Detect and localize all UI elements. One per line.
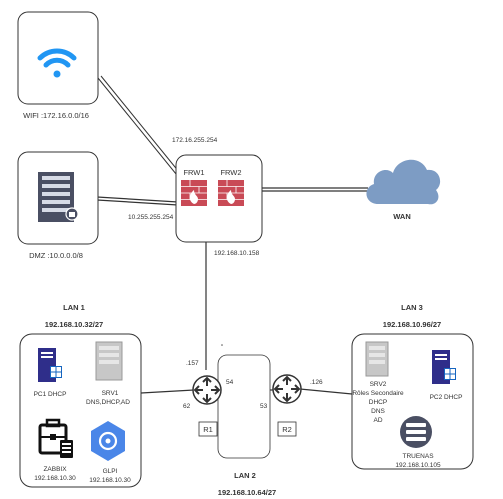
srv2-label-roles: Rôles Secondaire <box>352 390 404 397</box>
lan2-title: LAN 2 <box>234 471 256 480</box>
server-rack-icon <box>38 172 79 222</box>
link-lan1-r1 <box>140 389 195 394</box>
router-r2: R2 .126 <box>272 374 323 437</box>
server-icon <box>365 341 389 377</box>
truenas-label-ip: 192.168.10.105 <box>395 462 441 469</box>
lan3-group: LAN 3 192.168.10.96/27 SRV2 Rôles Second… <box>351 303 474 470</box>
wifi-label: WIFI :172.16.0.0/16 <box>23 111 89 120</box>
router-icon <box>192 375 222 405</box>
dmz-box: DMZ :10.0.0.0/8 <box>17 151 99 260</box>
srv2-label-dns: DNS <box>371 408 385 415</box>
nas-icon <box>400 416 432 448</box>
lan1-subnet: 192.168.10.32/27 <box>45 320 103 329</box>
pc1-icon <box>38 348 62 382</box>
lan2-ip-r2: 53 <box>260 403 268 410</box>
cloud-icon <box>366 159 441 205</box>
lan2-subnet: 192.168.10.64/27 <box>218 488 276 497</box>
fw1-label: FRW1 <box>183 168 204 177</box>
firewall-icon <box>218 180 244 206</box>
zabbix-icon <box>38 418 73 458</box>
glpi-label-ip: 192.168.10.30 <box>89 477 131 484</box>
r1-ip-top: .157 <box>186 360 199 367</box>
fw2-label: FRW2 <box>220 168 241 177</box>
truenas-label-name: TRUENAS <box>402 453 434 460</box>
firewall-icon <box>181 180 207 206</box>
link-r2-lan3 <box>299 388 353 395</box>
srv2-label-ad: AD <box>373 417 382 424</box>
r1-ip-left: 62 <box>183 403 191 410</box>
lan2-ip-r1: 54 <box>226 379 234 386</box>
lan3-title: LAN 3 <box>401 303 423 312</box>
firewall-ip-bottom: 192.168.10.158 <box>214 250 260 257</box>
srv1-label-roles: DNS,DHCP,AD <box>86 399 130 406</box>
zabbix-label-name: ZABBIX <box>43 466 67 473</box>
srv2-label-dhcp: DHCP <box>369 399 387 406</box>
glpi-icon <box>91 421 125 461</box>
wifi-icon <box>37 48 77 78</box>
link-dmz-firewall-b <box>96 199 179 206</box>
wan-label: WAN <box>393 212 411 221</box>
dmz-label: DMZ :10.0.0.0/8 <box>29 251 83 260</box>
firewall-ip-top: 172.16.255.254 <box>172 137 218 144</box>
firewall-box: FRW1 FRW2 172.16.255.254 10.255.255.254 … <box>128 137 263 257</box>
firewall-ip-left: 10.255.255.254 <box>128 214 174 221</box>
wan-cloud: WAN <box>366 159 441 221</box>
router-icon <box>272 374 302 404</box>
srv2-label-name: SRV2 <box>370 381 387 388</box>
links <box>96 75 368 395</box>
server-icon <box>95 341 123 381</box>
link-dmz-firewall-a <box>96 196 179 203</box>
r2-label: R2 <box>282 425 292 434</box>
link-wifi-firewall-b <box>100 75 189 184</box>
lan3-subnet: 192.168.10.96/27 <box>383 320 441 329</box>
router-r1: R1 .157 62 <box>183 360 222 437</box>
lan1-title: LAN 1 <box>63 303 85 312</box>
pc2-label: PC2 DHCP <box>430 394 463 401</box>
lan1-group: LAN 1 192.168.10.32/27 PC1 DHCP SRV1 DNS… <box>19 303 142 488</box>
glpi-label-name: GLPI <box>103 468 118 475</box>
link-wifi-firewall-a <box>97 77 186 186</box>
r2-ip-right: .126 <box>310 379 323 386</box>
wifi-box: WIFI :172.16.0.0/16 <box>17 11 99 120</box>
srv1-label-name: SRV1 <box>102 390 119 397</box>
pc2-icon <box>432 350 456 384</box>
lan2-group: LAN 2 192.168.10.64/27 54 53 <box>217 344 276 497</box>
zabbix-label-ip: 192.168.10.30 <box>34 475 76 482</box>
pc1-label: PC1 DHCP <box>34 391 67 398</box>
r1-label: R1 <box>203 425 213 434</box>
